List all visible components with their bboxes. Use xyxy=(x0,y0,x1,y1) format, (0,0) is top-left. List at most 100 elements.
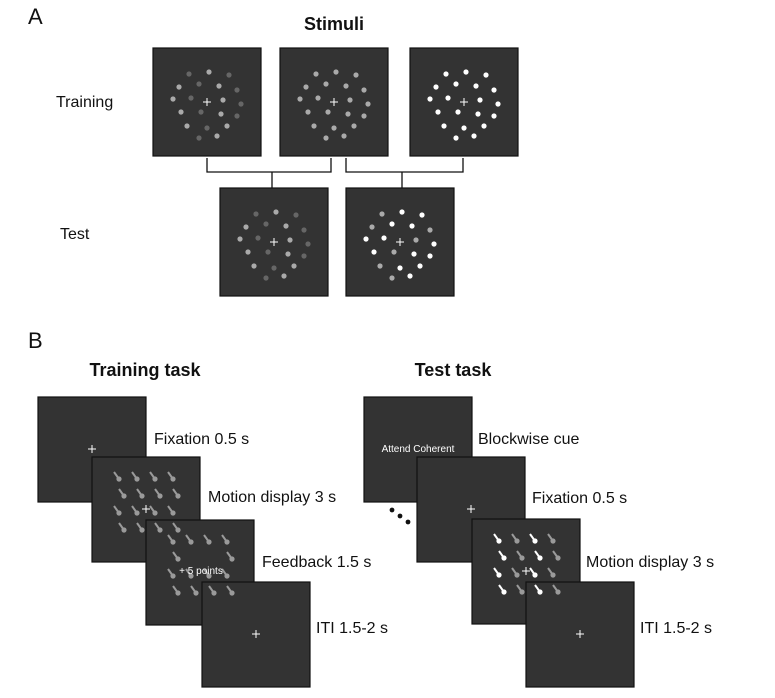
dot-stimulus xyxy=(351,123,357,129)
dot-stimulus xyxy=(475,111,481,117)
ellipsis-dots-icon xyxy=(405,519,411,525)
dot-stimulus xyxy=(381,235,387,241)
training-step-fixation: Fixation 0.5 s xyxy=(154,431,250,448)
dot-stimulus xyxy=(243,224,249,230)
motion-arrow-icon xyxy=(172,551,181,562)
dot-stimulus xyxy=(391,249,397,255)
motion-arrow-icon xyxy=(529,567,538,578)
motion-arrow-icon xyxy=(493,533,502,544)
motion-arrow-icon xyxy=(221,534,230,545)
dot-stimulus xyxy=(184,123,190,129)
dot-stimulus xyxy=(365,101,371,107)
dot-stimulus xyxy=(287,237,293,243)
motion-arrow-icon xyxy=(226,551,235,562)
dot-stimulus xyxy=(293,212,299,218)
test-row-label: Test xyxy=(60,226,90,243)
ellipsis-dots-icon xyxy=(389,507,395,513)
fixation-cross-icon xyxy=(252,630,260,638)
motion-arrow-icon xyxy=(226,585,235,596)
dot-stimulus xyxy=(313,71,319,77)
cue-text: Attend Coherent xyxy=(382,444,455,455)
dot-stimulus xyxy=(323,135,329,141)
dot-stimulus xyxy=(204,125,210,131)
motion-arrow-icon xyxy=(552,584,561,595)
dot-stimulus xyxy=(419,212,425,218)
dot-stimulus xyxy=(176,84,182,90)
motion-arrow-icon xyxy=(167,505,176,516)
dot-stimulus xyxy=(427,227,433,233)
dot-stimulus xyxy=(253,211,259,217)
training-step-motion: Motion display 3 s xyxy=(208,489,337,506)
motion-arrow-icon xyxy=(498,584,507,595)
dot-stimulus xyxy=(178,109,184,115)
dot-stimulus xyxy=(331,125,337,131)
connector-right xyxy=(345,158,464,188)
dot-stimulus xyxy=(433,84,439,90)
motion-arrow-icon xyxy=(493,567,502,578)
connector-left xyxy=(206,158,332,188)
fixation-cross-icon xyxy=(142,505,150,513)
stimulus-dots-layer xyxy=(170,69,501,281)
fixation-cross-icon xyxy=(330,98,338,106)
dot-stimulus xyxy=(371,249,377,255)
motion-arrow-icon xyxy=(498,550,507,561)
dot-stimulus xyxy=(377,263,383,269)
test-step-cue: Blockwise cue xyxy=(478,431,580,448)
fixation-crosses-layer xyxy=(88,98,584,638)
panel-a-letter: A xyxy=(28,4,43,29)
dot-stimulus xyxy=(407,273,413,279)
motion-arrow-icon xyxy=(172,585,181,596)
motion-arrow-icon xyxy=(529,533,538,544)
dot-stimulus xyxy=(341,133,347,139)
motion-arrow-icon xyxy=(172,488,181,499)
training-task-title: Training task xyxy=(89,360,201,380)
dot-stimulus xyxy=(431,241,437,247)
dot-stimulus xyxy=(285,251,291,257)
dot-stimulus xyxy=(245,249,251,255)
dot-stimulus xyxy=(265,249,271,255)
motion-arrow-icon xyxy=(167,568,176,579)
dot-stimulus xyxy=(303,84,309,90)
dot-stimulus xyxy=(343,83,349,89)
motion-arrow-icon xyxy=(203,534,212,545)
dot-stimulus xyxy=(234,113,240,119)
motion-arrow-icon xyxy=(185,534,194,545)
dot-stimulus xyxy=(238,101,244,107)
dot-stimulus xyxy=(477,97,483,103)
dot-stimulus xyxy=(455,109,461,115)
dot-stimulus xyxy=(255,235,261,241)
dot-stimulus xyxy=(196,135,202,141)
dot-stimulus xyxy=(263,221,269,227)
dot-stimulus xyxy=(417,263,423,269)
motion-arrow-icon xyxy=(154,488,163,499)
dot-stimulus xyxy=(369,224,375,230)
motion-arrow-icon xyxy=(149,505,158,516)
dot-stimulus xyxy=(463,69,469,75)
dot-stimulus xyxy=(427,96,433,102)
feedback-text: + 5 points xyxy=(179,566,223,577)
dot-stimulus xyxy=(186,71,192,77)
dot-stimulus xyxy=(297,96,303,102)
ellipsis-dots-icon xyxy=(397,513,403,519)
motion-arrow-icon xyxy=(511,533,520,544)
dot-stimulus xyxy=(323,81,329,87)
motion-arrow-icon xyxy=(534,584,543,595)
dot-stimulus xyxy=(301,227,307,233)
dot-stimulus xyxy=(411,251,417,257)
fixation-cross-icon xyxy=(576,630,584,638)
dot-stimulus xyxy=(263,275,269,281)
fixation-cross-icon xyxy=(270,238,278,246)
motion-arrow-icon xyxy=(547,533,556,544)
motion-arrow-icon xyxy=(118,522,127,533)
dot-stimulus xyxy=(216,83,222,89)
dot-stimulus xyxy=(347,97,353,103)
motion-arrow-icon xyxy=(190,585,199,596)
test-task-title: Test task xyxy=(414,360,492,380)
motion-arrow-icon xyxy=(113,505,122,516)
dot-stimulus xyxy=(271,265,277,271)
motion-arrow-icon xyxy=(118,488,127,499)
dot-stimulus xyxy=(237,236,243,242)
dot-stimulus xyxy=(251,263,257,269)
dot-stimulus xyxy=(413,237,419,243)
